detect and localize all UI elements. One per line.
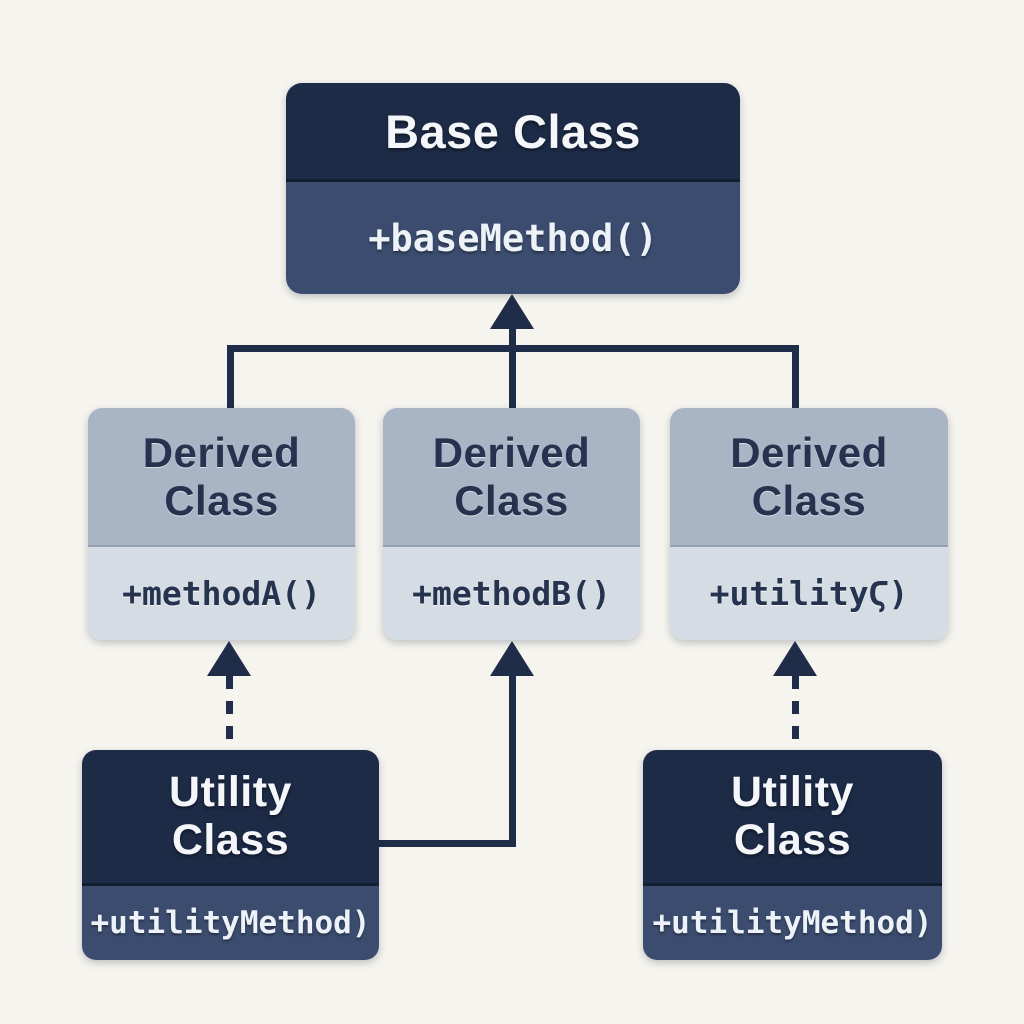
method-label: +methodA() [122, 574, 321, 613]
class-method-row: +utilityMethod) [643, 886, 942, 960]
class-title-header: Utility Class [82, 750, 379, 886]
association-elbow-horizontal-line [379, 840, 516, 847]
inheritance-drop-right-line [792, 345, 799, 408]
inheritance-drop-left-line [227, 345, 234, 408]
class-node-utility-left: Utility Class +utilityMethod) [82, 750, 379, 960]
class-title: Utility Class [731, 768, 854, 864]
arrow-up-icon [773, 641, 817, 676]
class-title: Utility Class [169, 768, 292, 864]
class-title: Derived Class [432, 429, 591, 524]
method-label: +methodB() [412, 574, 611, 613]
class-title: Derived Class [142, 429, 301, 524]
inheritance-riser-center-line [509, 326, 516, 408]
class-title-header: Utility Class [643, 750, 942, 886]
arrow-up-icon [490, 641, 534, 676]
class-title: Base Class [385, 104, 641, 158]
class-title-header: Derived Class [88, 408, 355, 547]
class-method-row: +baseMethod() [286, 182, 740, 294]
arrow-up-icon [490, 294, 534, 329]
class-node-derived-right: Derived Class +utilityϚ) [670, 408, 948, 640]
association-elbow-vertical-line [509, 674, 516, 844]
dependency-dashed-line-left [226, 676, 233, 749]
class-title-header: Derived Class [670, 408, 948, 547]
class-method-row: +utilityMethod) [82, 886, 379, 960]
arrow-up-icon [207, 641, 251, 676]
class-method-row: +methodB() [383, 547, 640, 640]
class-method-row: +methodA() [88, 547, 355, 640]
method-label: +utilityMethod) [652, 905, 933, 941]
class-node-derived-middle: Derived Class +methodB() [383, 408, 640, 640]
class-node-utility-right: Utility Class +utilityMethod) [643, 750, 942, 960]
method-label: +utilityϚ) [709, 574, 909, 613]
class-node-derived-left: Derived Class +methodA() [88, 408, 355, 640]
class-title-header: Derived Class [383, 408, 640, 547]
dependency-dashed-line-right [792, 676, 799, 749]
class-title-header: Base Class [286, 83, 740, 182]
method-label: +utilityMethod) [90, 905, 371, 941]
class-method-row: +utilityϚ) [670, 547, 948, 640]
class-title: Derived Class [730, 429, 888, 524]
method-label: +baseMethod() [368, 216, 658, 260]
class-node-base: Base Class +baseMethod() [286, 83, 740, 294]
